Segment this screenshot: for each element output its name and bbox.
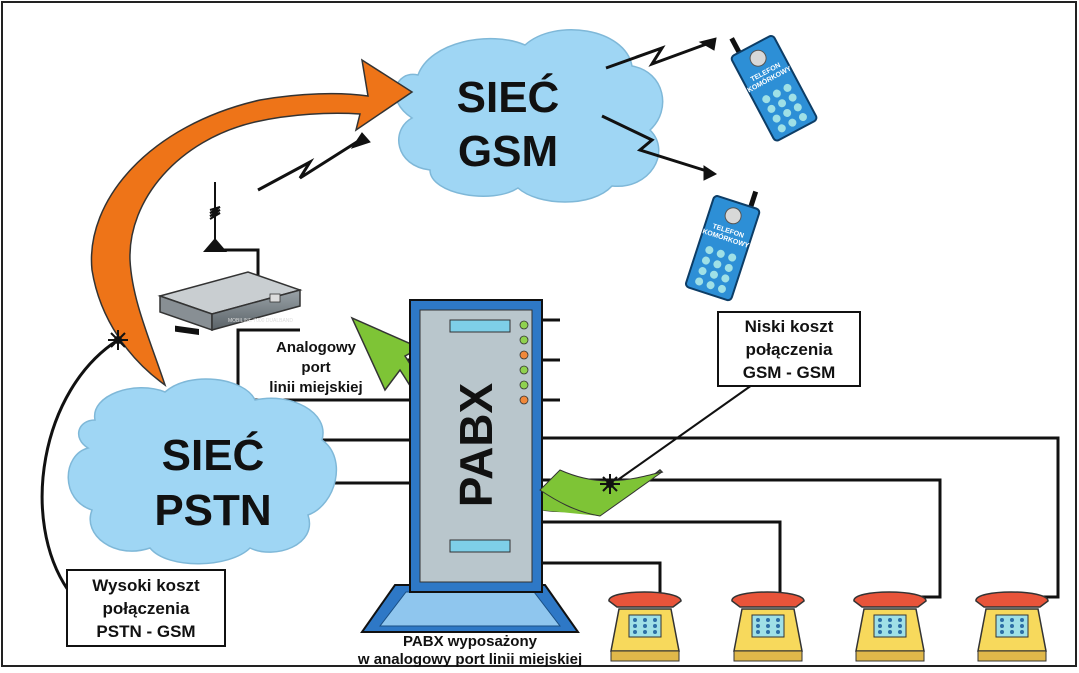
low-cost-leader xyxy=(611,384,753,485)
pabx-status-leds xyxy=(519,320,529,405)
high-cost-line-3: PSTN - GSM xyxy=(96,622,195,641)
antenna-cable xyxy=(215,248,260,282)
pabx-caption-line-1: PABX wyposażony xyxy=(403,633,538,650)
pabx-caption: PABX wyposażony w analogowy port linii m… xyxy=(357,633,582,668)
green-arrow-tail xyxy=(539,469,663,517)
gsm-to-mobile-2-link xyxy=(601,114,711,174)
wireless-links xyxy=(257,37,717,192)
gsm-gateway-device: MOBILINE 7000 DUALBAND xyxy=(157,271,303,335)
analog-port-label: Analogowy port linii miejskiej xyxy=(269,339,362,396)
analog-port-line-2: port xyxy=(301,359,330,376)
low-cost-marker xyxy=(600,474,620,494)
gsm-cloud-title-1: SIEĆ xyxy=(457,72,560,122)
high-cost-marker xyxy=(108,330,128,350)
pstn-cloud-title-2: PSTN xyxy=(154,486,271,535)
mobile-phone-2-keypad xyxy=(695,246,737,293)
analog-port-line xyxy=(236,328,416,402)
low-cost-line-3: GSM - GSM xyxy=(743,363,836,382)
pstn-cloud-title-1: SIEĆ xyxy=(162,430,265,480)
high-cost-leader xyxy=(40,338,119,591)
pstn-cloud: SIEĆ PSTN xyxy=(67,378,338,565)
gsm-to-mobile-1-link xyxy=(605,40,713,70)
gateway-to-gsm-link xyxy=(257,138,361,192)
low-cost-line-2: połączenia xyxy=(746,340,833,359)
low-cost-line-1: Niski koszt xyxy=(745,317,834,336)
gateway-antenna xyxy=(203,182,227,252)
high-cost-line-2: połączenia xyxy=(103,599,190,618)
analog-port-line-1: Analogowy xyxy=(276,339,357,356)
pabx-unit: PABX xyxy=(360,299,580,633)
pabx-caption-line-2: w analogowy port linii miejskiej xyxy=(357,651,582,668)
orange-high-cost-arrow xyxy=(90,58,414,387)
high-cost-line-1: Wysoki koszt xyxy=(92,576,200,595)
low-cost-label: Niski koszt połączenia GSM - GSM xyxy=(717,311,861,387)
desk-phone-2 xyxy=(731,591,805,662)
gateway-device-text: MOBILINE 7000 DUALBAND xyxy=(228,318,293,324)
mobile-phone-1-keypad xyxy=(762,83,807,133)
analog-port-line-3: linii miejskiej xyxy=(269,379,362,396)
desk-phone-4 xyxy=(975,591,1049,662)
gsm-cloud: SIEĆ GSM xyxy=(394,29,664,203)
desk-phone-1 xyxy=(608,591,682,662)
mobile-phone-2: TELEFON KOMÓRKOWY xyxy=(685,190,761,302)
pabx-label: PABX xyxy=(450,382,502,507)
desk-phone-3 xyxy=(853,591,927,662)
high-cost-label: Wysoki koszt połączenia PSTN - GSM xyxy=(66,569,226,647)
mobile-phone-1: TELEFON KOMÓRKOWY xyxy=(729,34,818,142)
gsm-cloud-title-2: GSM xyxy=(458,127,558,176)
